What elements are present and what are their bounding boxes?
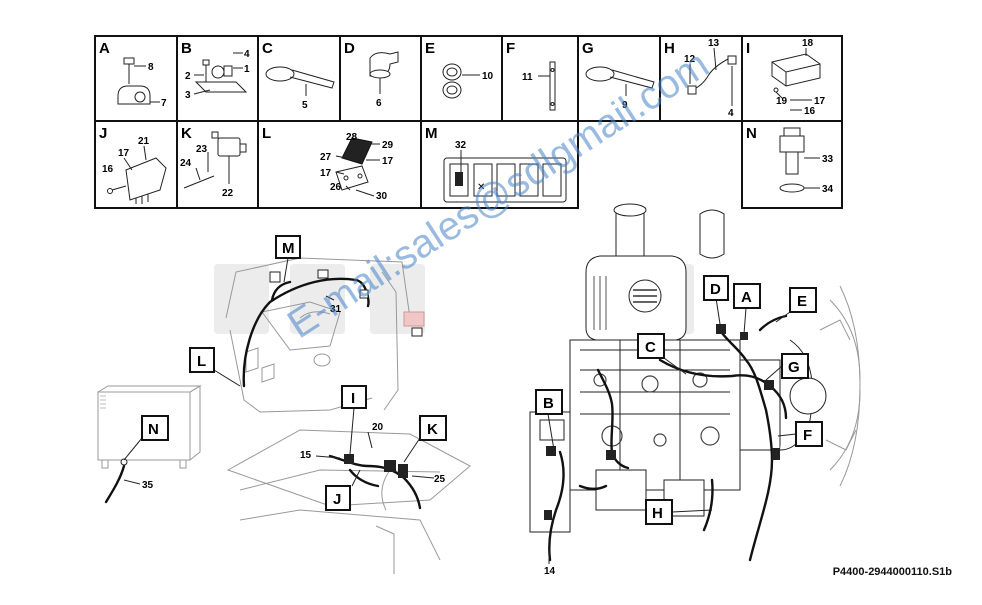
part-number: 29: [382, 140, 394, 151]
callout-l: L: [197, 353, 206, 370]
cell-l-parts: 28 29 27 17 17 26 30: [320, 132, 394, 202]
callout-c: C: [645, 339, 656, 356]
cell-f-parts: 11: [522, 61, 556, 111]
controller-box-sketch: 35: [97, 385, 202, 504]
cell-j-parts: 21 17 16: [102, 136, 167, 204]
part-number: 24: [180, 158, 192, 169]
callout-j: J: [333, 491, 341, 508]
cell-i-parts: 18 19 17 16: [771, 38, 826, 117]
cell-e-parts: 10: [442, 63, 494, 99]
callout-boxes: M L I K J N D A E C: [123, 235, 823, 525]
callout-i: I: [351, 390, 355, 407]
cell-letter-h: H: [664, 40, 675, 57]
part-number-15: 15: [300, 450, 312, 461]
cell-h-parts: 13 12 4: [684, 38, 737, 119]
part-number-31: 31: [330, 304, 342, 315]
cell-n-parts: 33 34: [779, 127, 834, 195]
part-number: 3: [185, 90, 191, 101]
engine-sketch: 14: [529, 203, 861, 577]
part-number: 9: [622, 100, 628, 111]
part-number: 32: [455, 140, 467, 151]
chassis-sketch: 15 20 25: [226, 422, 471, 574]
cell-letter-c: C: [262, 40, 273, 57]
part-number: 19: [776, 96, 788, 107]
callout-b: B: [543, 395, 554, 412]
callout-f: F: [803, 427, 812, 444]
part-number: 16: [102, 164, 114, 175]
part-number: 7: [161, 98, 167, 109]
part-number-35: 35: [142, 480, 154, 491]
part-number: 11: [522, 72, 533, 83]
callout-k: K: [427, 421, 438, 438]
cell-d-parts: 6: [369, 51, 399, 109]
part-number: 8: [148, 62, 154, 73]
legend-grid: A B C D E F G H I J K L M N: [94, 35, 843, 209]
switch-symbol-icon: ✕: [477, 182, 485, 193]
cell-letter-j: J: [99, 125, 107, 142]
part-number: 23: [196, 144, 208, 155]
part-number: 18: [802, 38, 814, 49]
callout-d: D: [710, 281, 721, 298]
cell-letter-f: F: [506, 40, 515, 57]
part-number-25: 25: [434, 474, 446, 485]
cell-letter-g: G: [582, 40, 594, 57]
part-number: 1: [244, 64, 250, 75]
cell-m-parts: ✕ 32: [443, 140, 567, 203]
part-number: 13: [708, 38, 720, 49]
callout-m: M: [282, 240, 295, 257]
cell-k-parts: 24 23 22: [180, 131, 247, 199]
callout-h: H: [652, 505, 663, 522]
cell-c-parts: 5: [265, 66, 335, 111]
part-number: 5: [302, 100, 308, 111]
part-number: 22: [222, 188, 234, 199]
cell-a-parts: 8 7: [117, 57, 167, 109]
part-number: 10: [482, 71, 494, 82]
drawing-code: P4400-2944000110.S1b: [832, 566, 952, 578]
cell-b-parts: 4 1 2 3: [185, 49, 250, 101]
part-number: 17: [118, 148, 130, 159]
cell-letter-i: I: [746, 40, 750, 57]
part-number-20: 20: [372, 422, 384, 433]
part-number: 27: [320, 152, 332, 163]
part-number: 17: [320, 168, 332, 179]
callout-n: N: [148, 421, 159, 438]
cell-letter-a: A: [99, 40, 110, 57]
part-number: 26: [330, 182, 342, 193]
cell-g-parts: 9: [585, 66, 655, 111]
cell-letter-b: B: [181, 40, 192, 57]
part-number: 33: [822, 154, 834, 165]
callout-e: E: [797, 293, 807, 310]
part-number: 4: [728, 108, 734, 119]
part-number: 30: [376, 191, 388, 202]
part-number: 6: [376, 98, 382, 109]
part-number: 12: [684, 54, 696, 65]
part-number: 17: [382, 156, 394, 167]
part-number: 16: [804, 106, 816, 117]
cell-letter-l: L: [262, 125, 271, 142]
part-number-14: 14: [544, 566, 556, 577]
callout-a: A: [741, 289, 752, 306]
cell-letter-e: E: [425, 40, 435, 57]
cell-letter-d: D: [344, 40, 355, 57]
part-number: 28: [346, 132, 358, 143]
part-number: 17: [814, 96, 826, 107]
part-number: 4: [244, 49, 250, 60]
part-number: 34: [822, 184, 834, 195]
cell-letter-k: K: [181, 125, 192, 142]
cell-letter-n: N: [746, 125, 757, 142]
cell-letter-m: M: [425, 125, 438, 142]
part-number: 21: [138, 136, 150, 147]
callout-g: G: [788, 359, 800, 376]
part-number: 2: [185, 71, 191, 82]
